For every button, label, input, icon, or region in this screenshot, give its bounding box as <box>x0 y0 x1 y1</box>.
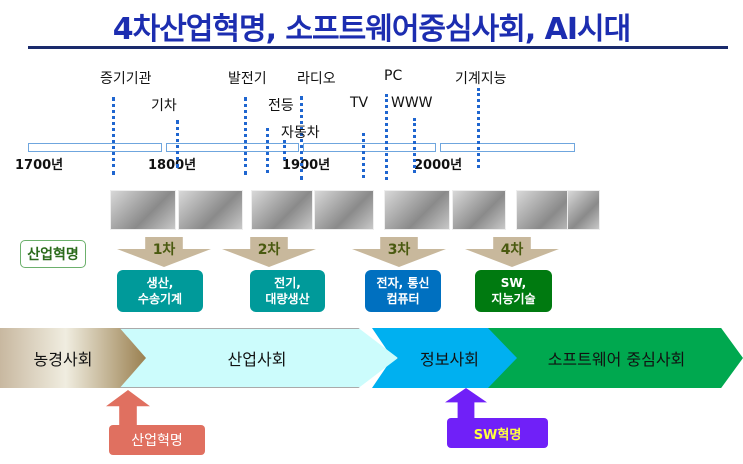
industrial-revolution-marker: 산업혁명 <box>109 425 205 455</box>
event-label: 라디오 <box>297 71 336 87</box>
up-arrow-icon <box>106 390 150 426</box>
revolution-1-arrow: 1차 <box>117 237 211 267</box>
year-label: 1800년 <box>148 158 197 173</box>
event-marker <box>244 97 247 175</box>
up-arrow-icon <box>445 388 487 420</box>
desc: 컴퓨터 <box>386 292 420 306</box>
revolution-4-arrow: 4차 <box>465 237 559 267</box>
event-label: 발전기 <box>228 71 267 87</box>
photo-electrical <box>314 190 374 230</box>
revolution-1-box: 생산, 수송기계 <box>117 270 203 312</box>
event-label: 기차 <box>151 98 177 114</box>
revolution-2-box: 전기, 대량생산 <box>250 270 325 312</box>
society-agricultural: 농경사회 <box>0 328 146 388</box>
sw-revolution-marker: SW혁명 <box>447 418 548 448</box>
timeline-segment <box>28 143 162 152</box>
revolution-4-box: SW, 지능기술 <box>475 270 552 312</box>
photo-electronics <box>384 190 450 230</box>
event-label: TV <box>350 95 369 111</box>
society-industrial: 산업사회 <box>116 328 398 388</box>
event-label: 전등 <box>268 98 294 114</box>
desc: 지능기술 <box>491 292 536 306</box>
desc: SW, <box>500 276 527 290</box>
year-label: 2000년 <box>414 158 463 173</box>
year-label: 1700년 <box>15 158 64 173</box>
photo-it <box>452 190 506 230</box>
event-marker <box>477 88 480 168</box>
desc: 수송기계 <box>137 292 183 306</box>
event-label: 증기기관 <box>100 71 152 87</box>
event-label: 기계지능 <box>455 71 507 87</box>
revolution-2-arrow: 2차 <box>222 237 316 267</box>
page-title: 4차산업혁명, 소프트웨어중심사회, AI시대 <box>112 12 632 47</box>
desc: 전기, <box>274 276 301 290</box>
desc: 대량생산 <box>265 292 310 306</box>
event-marker <box>413 118 416 173</box>
photo-big-data <box>567 190 600 230</box>
event-label: WWW <box>391 95 433 111</box>
event-label: 자동차 <box>281 125 320 141</box>
revolution-3-arrow: 3차 <box>352 237 446 267</box>
desc: 생산, <box>146 276 174 290</box>
event-marker <box>283 140 286 160</box>
event-marker <box>362 133 365 178</box>
year-label: 1900년 <box>282 158 331 173</box>
event-marker <box>385 94 388 180</box>
title-underline <box>28 46 728 49</box>
timeline-segment <box>303 143 436 152</box>
event-marker <box>176 120 179 168</box>
revolution-label: 산업혁명 <box>20 240 86 268</box>
event-marker <box>112 97 115 175</box>
timeline-segment <box>166 143 299 152</box>
photo-steam-train <box>178 190 243 230</box>
timeline-segment <box>440 143 575 152</box>
event-marker <box>300 96 303 180</box>
desc: 전자, 통신 <box>376 276 430 290</box>
photo-mechanical-production <box>110 190 176 230</box>
event-marker <box>266 128 269 173</box>
event-label: PC <box>384 68 403 84</box>
photo-factory <box>251 190 313 230</box>
